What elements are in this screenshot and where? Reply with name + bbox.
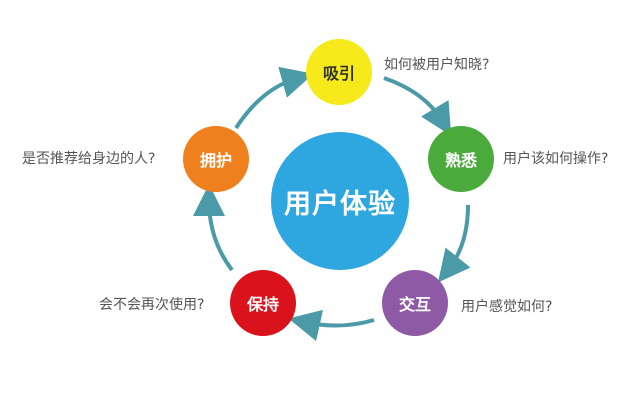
question-advocate: 是否推荐给身边的人? bbox=[22, 151, 156, 167]
question-attract: 如何被用户知晓? bbox=[384, 57, 490, 73]
question-interact: 用户感觉如何? bbox=[461, 299, 553, 315]
arrow-retain-to-advocate bbox=[193, 184, 234, 272]
stage-node-familiar: 熟悉 bbox=[428, 126, 494, 192]
center-circle: 用户体验 bbox=[271, 132, 409, 270]
arrow-advocate-to-attract bbox=[234, 66, 314, 130]
arrow-attract-to-familiar bbox=[383, 76, 452, 136]
stage-label-retain: 保持 bbox=[246, 295, 279, 314]
stage-label-attract: 吸引 bbox=[322, 64, 355, 83]
arrow-familiar-to-interact bbox=[438, 204, 471, 283]
stage-node-retain: 保持 bbox=[230, 270, 296, 336]
stage-node-interact: 交互 bbox=[382, 270, 448, 336]
stage-node-advocate: 拥护 bbox=[183, 126, 249, 192]
center-label: 用户体验 bbox=[284, 188, 396, 220]
stage-label-advocate: 拥护 bbox=[199, 151, 232, 170]
stage-node-attract: 吸引 bbox=[306, 39, 372, 105]
stage-label-interact: 交互 bbox=[398, 295, 431, 314]
question-retain: 会不会再次使用? bbox=[99, 297, 205, 313]
question-familiar: 用户该如何操作? bbox=[503, 151, 609, 167]
stage-label-familiar: 熟悉 bbox=[444, 151, 477, 170]
arrow-interact-to-retain bbox=[288, 309, 375, 342]
